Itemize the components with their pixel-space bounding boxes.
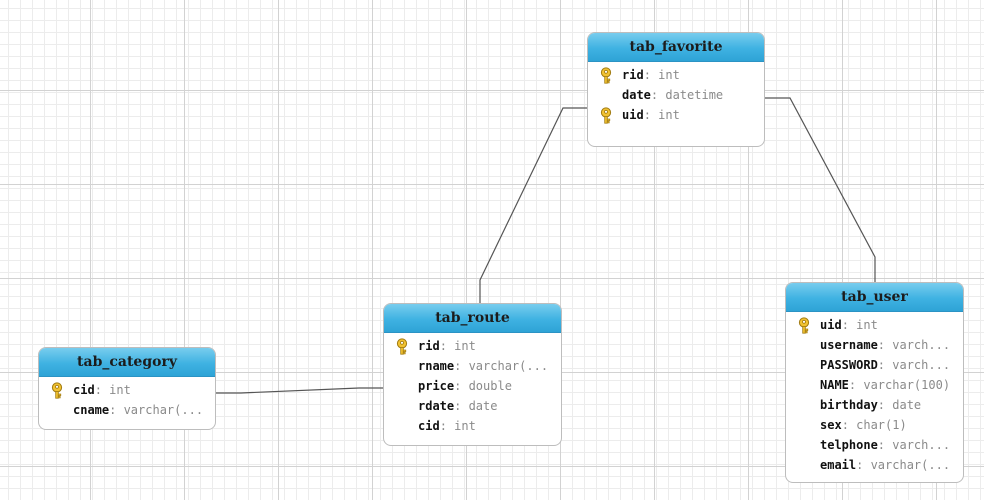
entity-tab-category[interactable]: tab_category cid: int cname: varchar(... (38, 347, 216, 430)
key-icon (798, 317, 810, 334)
field-name: cid (73, 383, 95, 397)
field-name: cid (418, 419, 440, 433)
entity-fields: rid: int rname: varchar(... price: doubl… (384, 333, 561, 436)
field-row[interactable]: sex: char(1) (786, 415, 963, 435)
entity-title: tab_route (384, 304, 561, 333)
field-name: uid (820, 318, 842, 332)
field-row[interactable]: email: varchar(... (786, 455, 963, 475)
relationship-line-user-favorite (765, 97, 876, 282)
field-type: : date (454, 399, 498, 413)
entity-tab-route[interactable]: tab_route rid: int rname: varchar(... pr… (383, 303, 562, 446)
key-icon (600, 107, 612, 124)
field-type: : int (439, 339, 476, 353)
entity-title: tab_favorite (588, 33, 764, 62)
entity-tab-user[interactable]: tab_user uid: int username: varch... PAS… (785, 282, 964, 483)
key-icon (600, 67, 612, 84)
field-name: cname (73, 403, 110, 417)
field-row[interactable]: username: varch... (786, 335, 963, 355)
field-name: rid (622, 68, 644, 82)
field-name: birthday (820, 398, 878, 412)
field-type: : int (439, 419, 476, 433)
entity-tab-favorite[interactable]: tab_favorite rid: int date: datetime uid… (587, 32, 765, 147)
field-row[interactable]: rid: int (588, 65, 764, 85)
field-row[interactable]: uid: int (588, 105, 764, 125)
field-row[interactable]: cid: int (39, 380, 215, 400)
field-row[interactable]: rdate: date (384, 396, 561, 416)
field-row[interactable]: NAME: varchar(100) (786, 375, 963, 395)
field-type: : datetime (650, 88, 724, 102)
field-row[interactable]: price: double (384, 376, 561, 396)
key-icon (396, 338, 408, 355)
field-row[interactable]: date: datetime (588, 85, 764, 105)
field-type: : varch... (877, 438, 951, 452)
field-name: sex (820, 418, 842, 432)
field-type: : varchar(... (109, 403, 204, 417)
field-type: : double (454, 379, 512, 393)
entity-fields: uid: int username: varch... PASSWORD: va… (786, 312, 963, 475)
field-row[interactable]: rid: int (384, 336, 561, 356)
field-name: telphone (820, 438, 878, 452)
key-icon (51, 382, 63, 399)
field-type: : int (94, 383, 131, 397)
field-type: : varchar(... (856, 458, 951, 472)
entity-title: tab_user (786, 283, 963, 312)
field-type: : varchar(... (454, 359, 549, 373)
field-type: : int (643, 68, 680, 82)
entity-title: tab_category (39, 348, 215, 377)
field-name: rid (418, 339, 440, 353)
field-type: : int (841, 318, 878, 332)
field-name: price (418, 379, 455, 393)
field-type: : date (877, 398, 922, 412)
field-type: : int (643, 108, 680, 122)
field-row[interactable]: rname: varchar(... (384, 356, 561, 376)
field-row[interactable]: cid: int (384, 416, 561, 436)
field-row[interactable]: telphone: varch... (786, 435, 963, 455)
field-name: uid (622, 108, 644, 122)
field-name: email (820, 458, 857, 472)
field-type: : char(1) (841, 418, 907, 432)
relationship-line-category-route (216, 387, 384, 394)
field-name: rname (418, 359, 455, 373)
field-name: rdate (418, 399, 455, 413)
field-row[interactable]: PASSWORD: varch... (786, 355, 963, 375)
field-row[interactable]: uid: int (786, 315, 963, 335)
field-name: NAME (820, 378, 849, 392)
field-name: PASSWORD (820, 358, 878, 372)
field-type: : varch... (877, 338, 951, 352)
field-type: : varchar(100) (848, 378, 951, 392)
entity-fields: rid: int date: datetime uid: int (588, 62, 764, 125)
field-name: date (622, 88, 651, 102)
entity-fields: cid: int cname: varchar(... (39, 377, 215, 420)
field-row[interactable]: birthday: date (786, 395, 963, 415)
relationship-line-route-favorite (479, 107, 589, 303)
field-type: : varch... (877, 358, 951, 372)
field-row[interactable]: cname: varchar(... (39, 400, 215, 420)
field-name: username (820, 338, 878, 352)
